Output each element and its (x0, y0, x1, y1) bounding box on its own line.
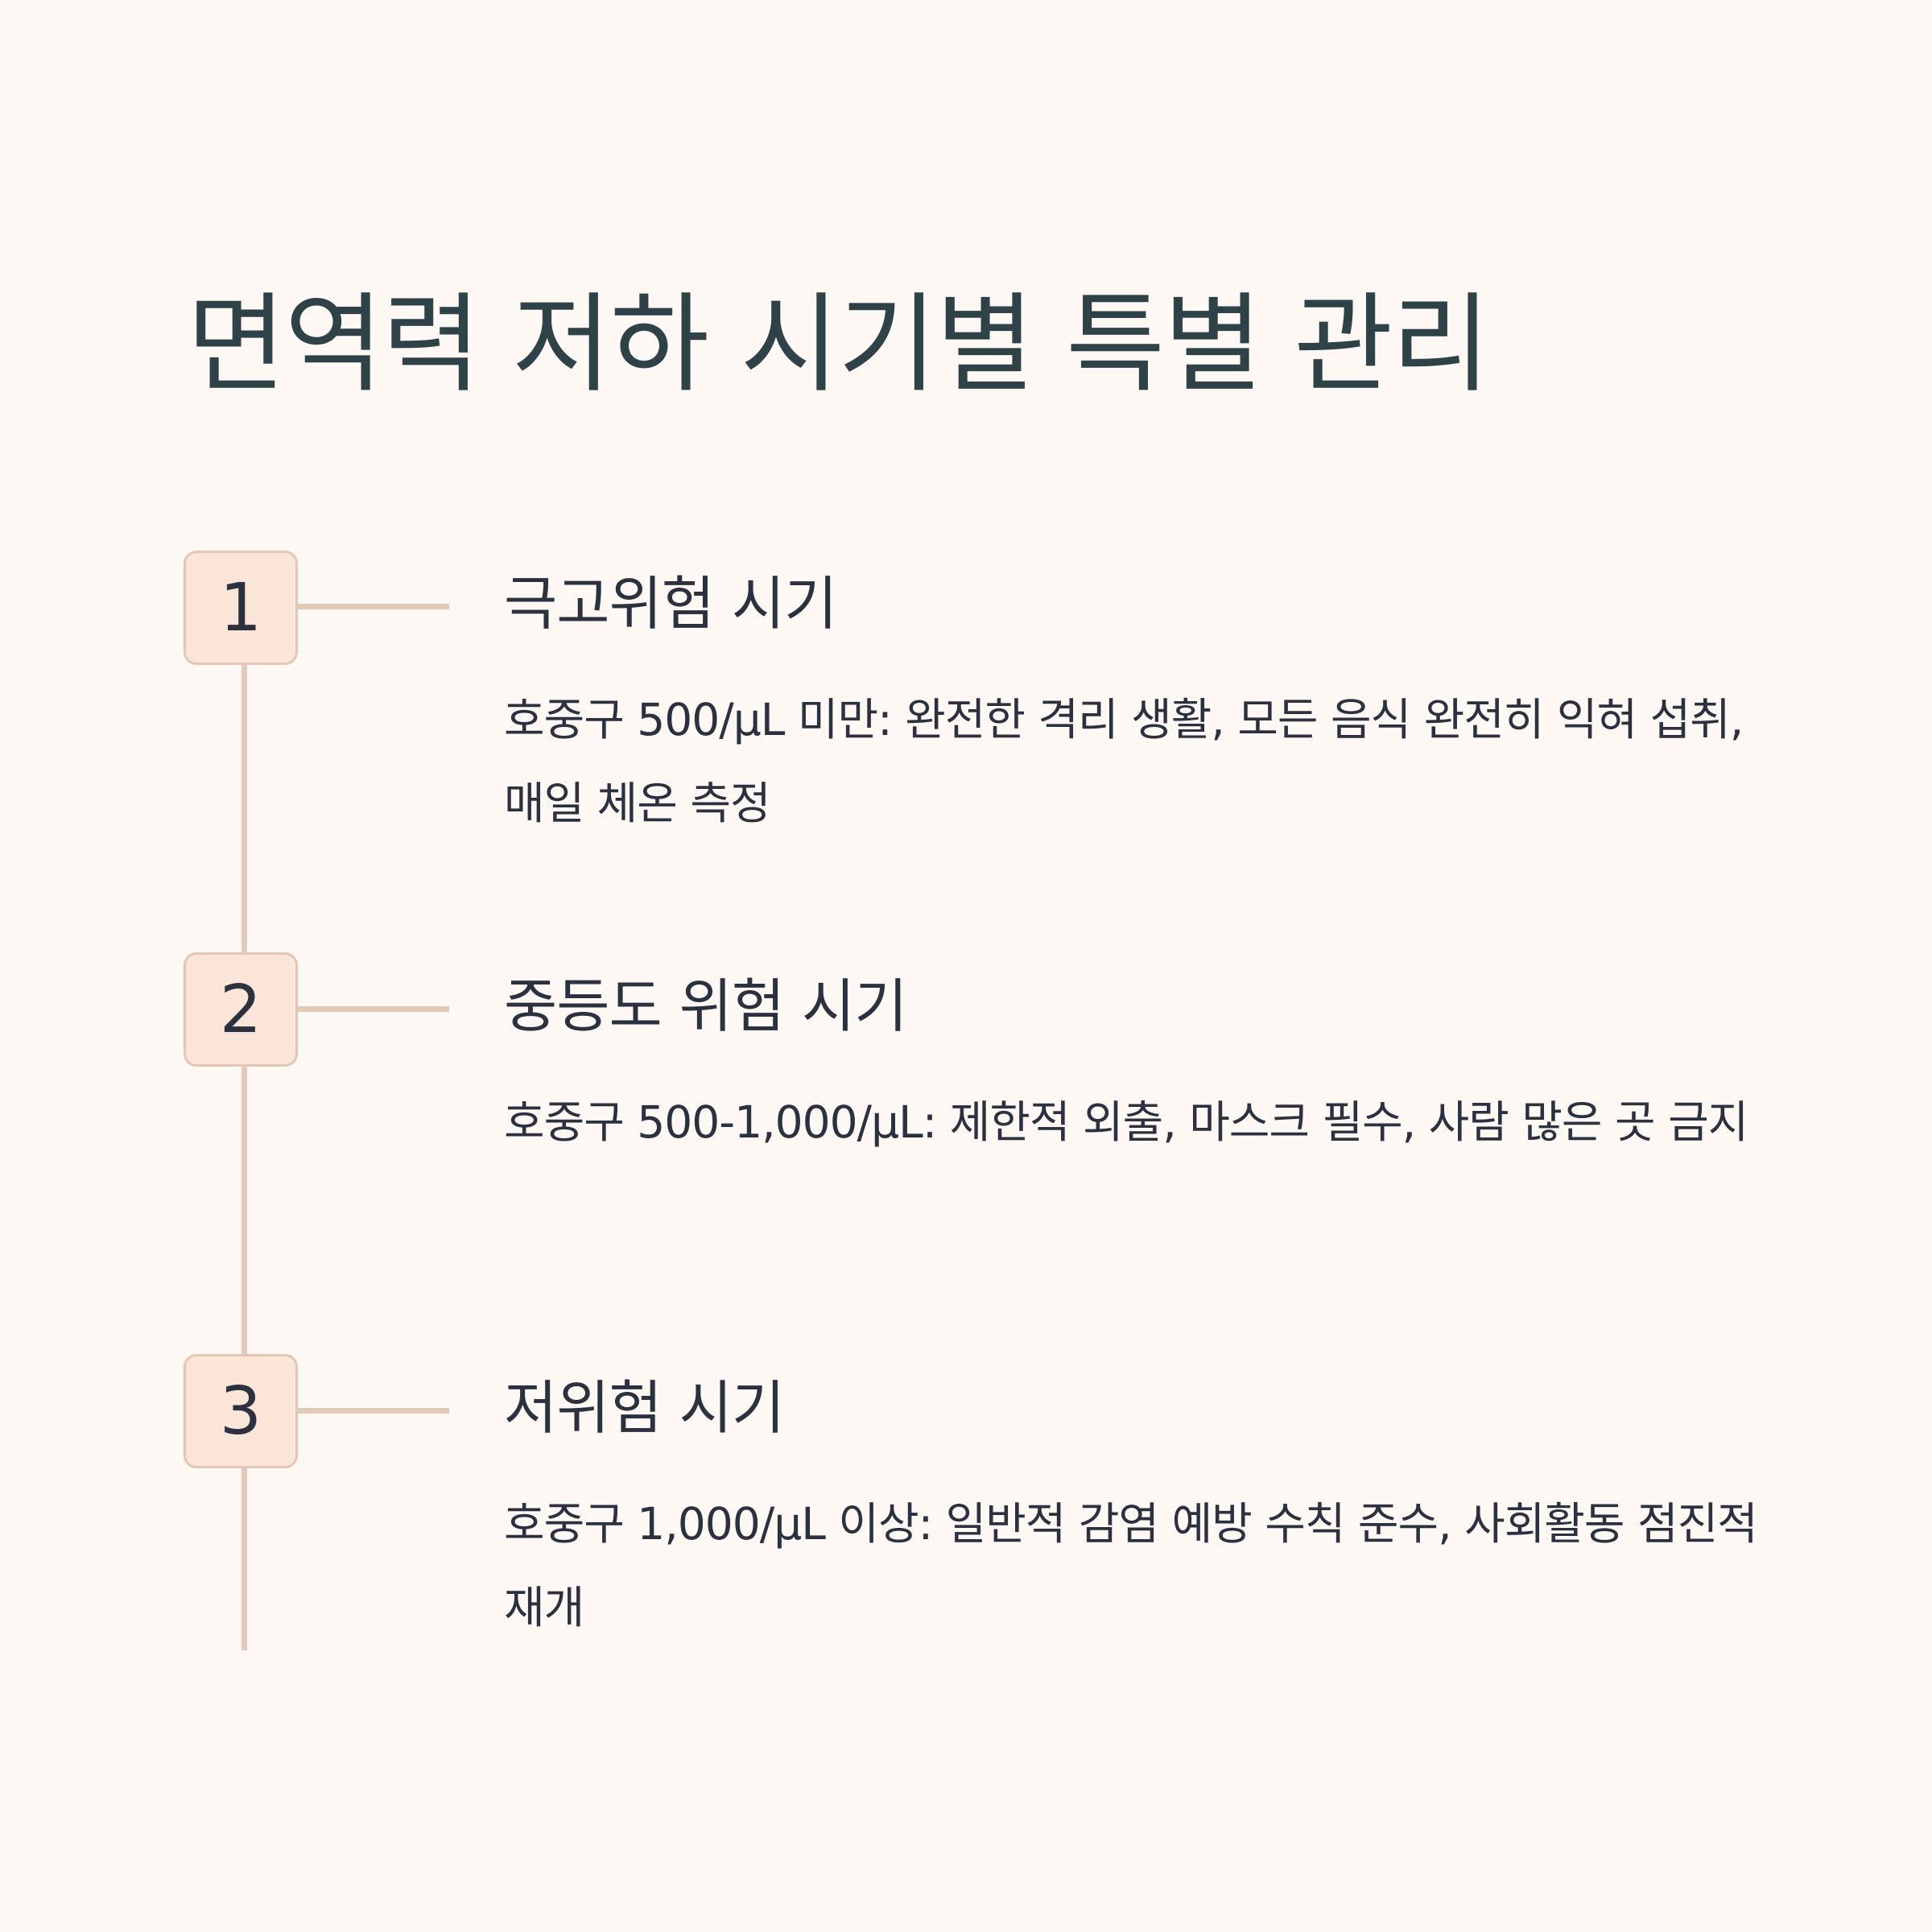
step-2-number-badge: 2 (184, 952, 298, 1067)
step-2-connector-line (298, 1006, 449, 1012)
step-2-title: 중등도 위험 시기 (504, 972, 907, 1040)
step-1-connector-line (298, 604, 449, 609)
step-3-title: 저위험 시기 (504, 1374, 785, 1442)
step-1-description: 호중구 500/μL 미만: 완전한 격리 생활, 모든 음식 완전히 익혀 섭… (504, 694, 1744, 829)
step-1-title: 극고위험 시기 (504, 570, 837, 638)
step-3-connector-line (298, 1408, 449, 1414)
step-3-number-badge: 3 (184, 1354, 298, 1468)
timeline-vertical-line (242, 662, 247, 1650)
step-2-description: 호중구 500-1,000/μL: 제한적 외출, 마스크 필수, 사람 많은 … (504, 1096, 1748, 1148)
step-1-number-badge: 1 (184, 551, 298, 665)
page-title: 면역력 저하 시기별 특별 관리 (187, 282, 1491, 407)
step-3-description: 호중구 1,000/μL 이상: 일반적 감염 예방 수칙 준수, 사회활동 점… (504, 1498, 1758, 1633)
